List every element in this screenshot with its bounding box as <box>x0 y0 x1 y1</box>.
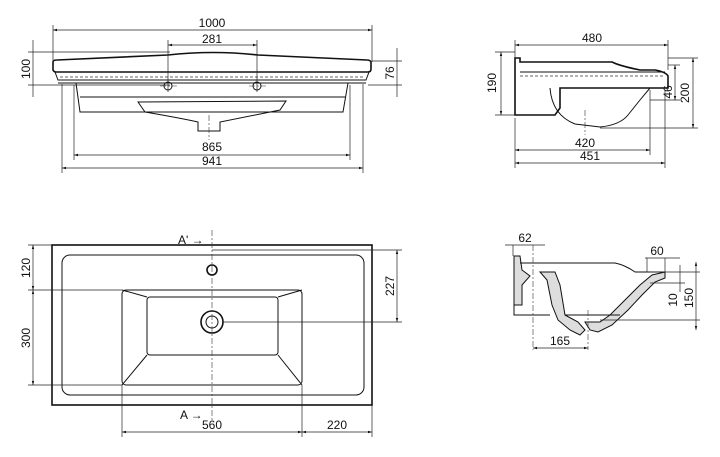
dim-120: 120 <box>19 258 33 278</box>
dim-220: 220 <box>327 418 347 432</box>
dim-227: 227 <box>383 276 397 296</box>
dim-62: 62 <box>518 231 532 245</box>
dim-941: 941 <box>202 154 222 168</box>
dim-190: 190 <box>485 73 499 93</box>
dim-46: 46 <box>661 85 675 99</box>
front-view: 1000 281 100 76 865 941 <box>19 16 402 173</box>
section-mark-a-prime: A' → <box>178 233 204 247</box>
dim-150: 150 <box>682 288 696 308</box>
section-view: 62 60 10 150 165 <box>505 231 700 350</box>
dim-560: 560 <box>202 418 222 432</box>
dim-10: 10 <box>666 293 680 307</box>
dim-300: 300 <box>19 328 33 348</box>
dim-76: 76 <box>383 66 397 80</box>
dim-420: 420 <box>575 136 595 150</box>
dim-480: 480 <box>582 31 602 45</box>
section-mark-a: A → <box>180 408 203 422</box>
dim-200: 200 <box>678 83 692 103</box>
dim-60: 60 <box>650 244 664 258</box>
dim-1000: 1000 <box>199 16 226 30</box>
dim-100: 100 <box>19 59 33 79</box>
dim-281: 281 <box>202 32 222 46</box>
side-view: 480 190 46 200 420 451 <box>485 31 698 168</box>
dim-451: 451 <box>580 149 600 163</box>
dim-865: 865 <box>202 140 222 154</box>
top-view: A' → A → 120 300 227 560 220 <box>19 230 402 437</box>
dim-165: 165 <box>550 334 570 348</box>
